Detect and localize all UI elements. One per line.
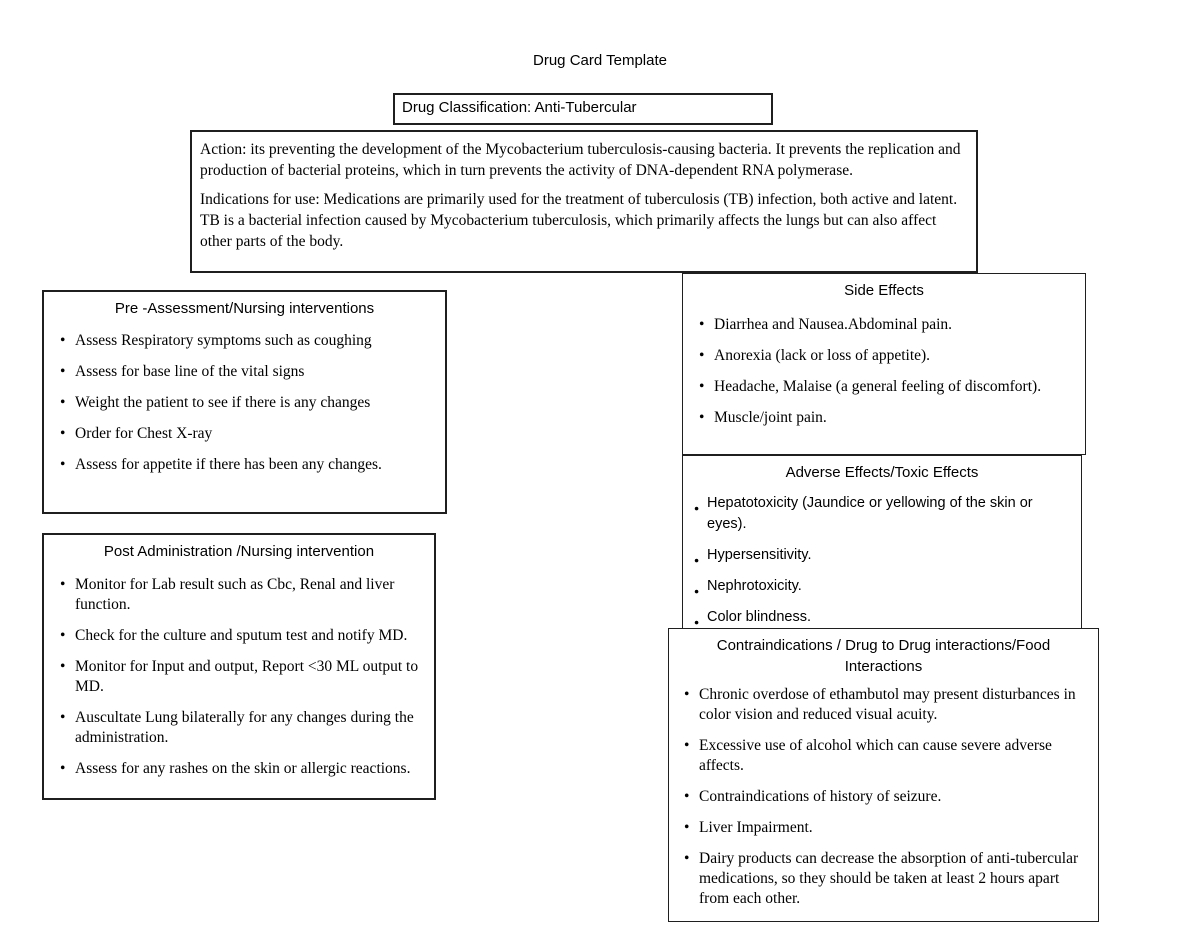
- bullet-item: Assess for appetite if there has been an…: [58, 455, 435, 475]
- bullet-item: Assess for base line of the vital signs: [58, 362, 435, 382]
- adverse-effects-title: Adverse Effects/Toxic Effects: [785, 464, 979, 481]
- post-administration-title: Post Administration /Nursing interventio…: [103, 543, 375, 560]
- bullet-item: Chronic overdose of ethambutol may prese…: [682, 685, 1090, 725]
- action-indications-box: Action: its preventing the development o…: [190, 130, 978, 273]
- bullet-item: Monitor for Lab result such as Cbc, Rena…: [58, 575, 428, 615]
- bullet-item: Liver Impairment.: [682, 818, 1090, 838]
- side-effects-box: Side Effects Diarrhea and Nausea.Abdomin…: [682, 273, 1086, 455]
- contraindications-list: Chronic overdose of ethambutol may prese…: [682, 685, 1090, 909]
- pre-assessment-title: Pre -Assessment/Nursing interventions: [114, 300, 375, 317]
- page-title: Drug Card Template: [533, 52, 667, 69]
- indications-paragraph: Indications for use: Medications are pri…: [200, 191, 958, 250]
- bullet-item: Nephrotoxicity.: [694, 576, 1073, 602]
- bullet-item: Weight the patient to see if there is an…: [58, 393, 435, 413]
- bullet-item: Dairy products can decrease the absorpti…: [682, 849, 1090, 909]
- bullet-item: Assess Respiratory symptoms such as coug…: [58, 331, 435, 351]
- bullet-item: Check for the culture and sputum test an…: [58, 626, 428, 646]
- bullet-item: Muscle/joint pain.: [697, 408, 1075, 428]
- bullet-item: Contraindications of history of seizure.: [682, 787, 1090, 807]
- bullet-item: Anorexia (lack or loss of appetite).: [697, 346, 1075, 366]
- bullet-item: Headache, Malaise (a general feeling of …: [697, 377, 1075, 397]
- bullet-item: Excessive use of alcohol which can cause…: [682, 736, 1090, 776]
- bullet-item: Hepatotoxicity (Jaundice or yellowing of…: [694, 493, 1073, 535]
- post-administration-list: Monitor for Lab result such as Cbc, Rena…: [58, 575, 428, 779]
- drug-classification-label: Drug Classification: Anti-Tubercular: [402, 99, 637, 116]
- bullet-item: Color blindness.: [694, 607, 1073, 633]
- bullet-item: Auscultate Lung bilaterally for any chan…: [58, 708, 428, 748]
- contraindications-box: Contraindications / Drug to Drug interac…: [668, 628, 1099, 922]
- side-effects-list: Diarrhea and Nausea.Abdominal pain. Anore…: [697, 315, 1075, 428]
- side-effects-title: Side Effects: [844, 282, 924, 299]
- pre-assessment-box: Pre -Assessment/Nursing interventions As…: [42, 290, 447, 514]
- bullet-item: Order for Chest X-ray: [58, 424, 435, 444]
- bullet-item: Diarrhea and Nausea.Abdominal pain.: [697, 315, 1075, 335]
- drug-classification-box: Drug Classification: Anti-Tubercular: [393, 93, 773, 125]
- bullet-item: Monitor for Input and output, Report <30…: [58, 657, 428, 697]
- pre-assessment-list: Assess Respiratory symptoms such as coug…: [58, 331, 435, 475]
- bullet-item: Assess for any rashes on the skin or all…: [58, 759, 428, 779]
- adverse-effects-list: Hepatotoxicity (Jaundice or yellowing of…: [694, 493, 1073, 633]
- post-administration-box: Post Administration /Nursing interventio…: [42, 533, 436, 800]
- adverse-effects-box: Adverse Effects/Toxic Effects Hepatotoxi…: [682, 455, 1082, 640]
- bullet-item: Hypersensitivity.: [694, 545, 1073, 571]
- action-paragraph: Action: its preventing the development o…: [200, 141, 961, 179]
- contraindications-title: Contraindications / Drug to Drug interac…: [716, 637, 1051, 675]
